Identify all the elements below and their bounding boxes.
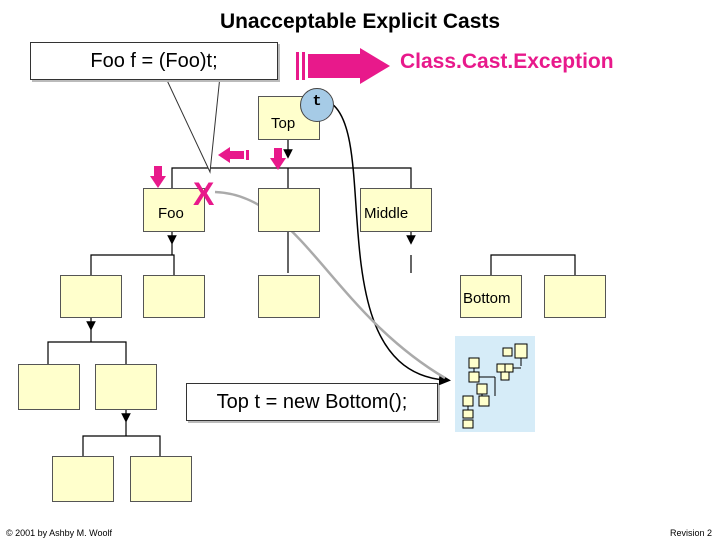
node-level3-2 — [143, 275, 205, 318]
cast-callout: Foo f = (Foo)t; — [30, 42, 278, 80]
assignment-callout: Top t = new Bottom(); — [186, 383, 438, 421]
node-level3-1 — [60, 275, 122, 318]
slide-title: Unacceptable Explicit Casts — [219, 10, 501, 33]
down-arrow-icon — [270, 148, 286, 170]
reference-variable-t: t — [300, 88, 334, 122]
left-arrow-icon — [218, 147, 249, 163]
node-label-top: Top — [271, 115, 296, 132]
node-top-child — [258, 188, 320, 232]
revision-footer: Revision 2 — [670, 528, 713, 538]
node-foo: Foo — [143, 188, 205, 232]
node-label-foo: Foo — [158, 205, 184, 222]
node-bottom: Bottom — [460, 275, 522, 318]
node-label-middle: Middle — [364, 205, 409, 222]
node-level4-2 — [95, 364, 157, 410]
copyright-footer: © 2001 by Ashby M. Woolf — [6, 528, 113, 538]
node-middle: Middle — [360, 188, 432, 232]
down-arrow-icon — [150, 166, 166, 188]
node-level5-1 — [52, 456, 114, 502]
node-label-bottom: Bottom — [463, 290, 511, 307]
object-diagram-icon — [462, 343, 528, 429]
node-level3-3 — [258, 275, 320, 318]
node-level4-1 — [18, 364, 80, 410]
node-level3-5 — [544, 275, 606, 318]
failed-cast-mark: X — [193, 176, 215, 212]
node-level5-2 — [130, 456, 192, 502]
exception-label: Class.Cast.Exception — [400, 50, 614, 73]
right-arrow-icon — [296, 48, 390, 84]
